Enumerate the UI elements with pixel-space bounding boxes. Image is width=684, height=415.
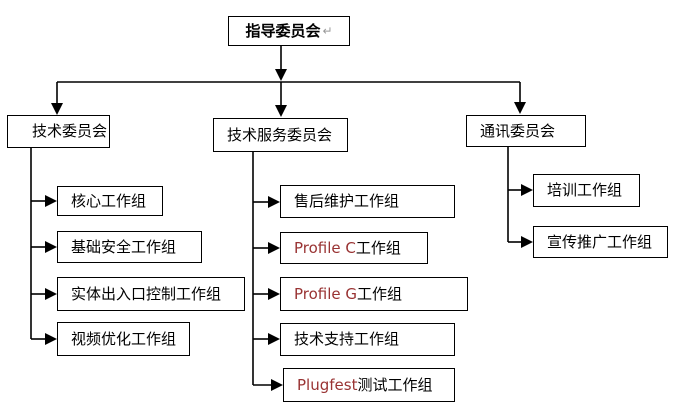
node-label: 工作组: [355, 238, 401, 257]
node-video-optimization-workgroup[interactable]: 视频优化工作组: [57, 322, 190, 356]
node-profile-c-workgroup[interactable]: Profile C 工作组: [280, 232, 428, 264]
node-tech-committee[interactable]: 技术委员会: [7, 115, 110, 148]
node-label: 宣传推广工作组: [547, 232, 653, 251]
paragraph-mark: ↵: [322, 24, 333, 38]
node-label-en: Profile G: [294, 284, 358, 303]
node-label: 工作组: [357, 284, 403, 303]
tech-branch-connectors: [30, 148, 57, 345]
node-steering-committee[interactable]: 指导委员会↵: [228, 16, 350, 46]
node-label: 基础安全工作组: [71, 237, 177, 256]
node-label: 通讯委员会: [480, 121, 556, 140]
node-training-workgroup[interactable]: 培训工作组: [533, 174, 640, 207]
node-plugfest-test-workgroup[interactable]: Plugfest 测试工作组: [283, 368, 455, 402]
node-service-committee[interactable]: 技术服务委员会: [213, 118, 348, 152]
node-label: 售后维护工作组: [294, 192, 400, 210]
node-label: 技术委员会: [32, 122, 108, 140]
node-label-en: Plugfest: [297, 375, 358, 394]
node-access-control-workgroup[interactable]: 实体出入口控制工作组: [57, 277, 245, 311]
node-label: 技术支持工作组: [294, 330, 400, 348]
node-label: 技术服务委员会: [227, 125, 333, 144]
node-label: 实体出入口控制工作组: [71, 284, 222, 303]
comm-branch-connectors: [507, 147, 533, 248]
node-comm-committee[interactable]: 通讯委员会: [466, 115, 586, 147]
node-aftersales-workgroup[interactable]: 售后维护工作组: [280, 185, 455, 218]
node-label: 测试工作组: [357, 375, 433, 394]
node-label: 视频优化工作组: [71, 329, 177, 348]
node-profile-g-workgroup[interactable]: Profile G 工作组: [280, 277, 468, 311]
node-label: 培训工作组: [547, 181, 623, 199]
node-core-workgroup[interactable]: 核心工作组: [57, 186, 163, 216]
node-label: 核心工作组: [71, 191, 147, 210]
node-basic-security-workgroup[interactable]: 基础安全工作组: [57, 231, 202, 263]
node-promotion-workgroup[interactable]: 宣传推广工作组: [533, 226, 668, 258]
service-branch-connectors: [252, 152, 283, 391]
node-tech-support-workgroup[interactable]: 技术支持工作组: [280, 323, 455, 356]
committee-drop-connectors: [51, 82, 526, 117]
root-connector: [57, 46, 520, 83]
node-label-en: Profile C: [294, 238, 356, 257]
node-label: 指导委员会: [245, 21, 321, 40]
